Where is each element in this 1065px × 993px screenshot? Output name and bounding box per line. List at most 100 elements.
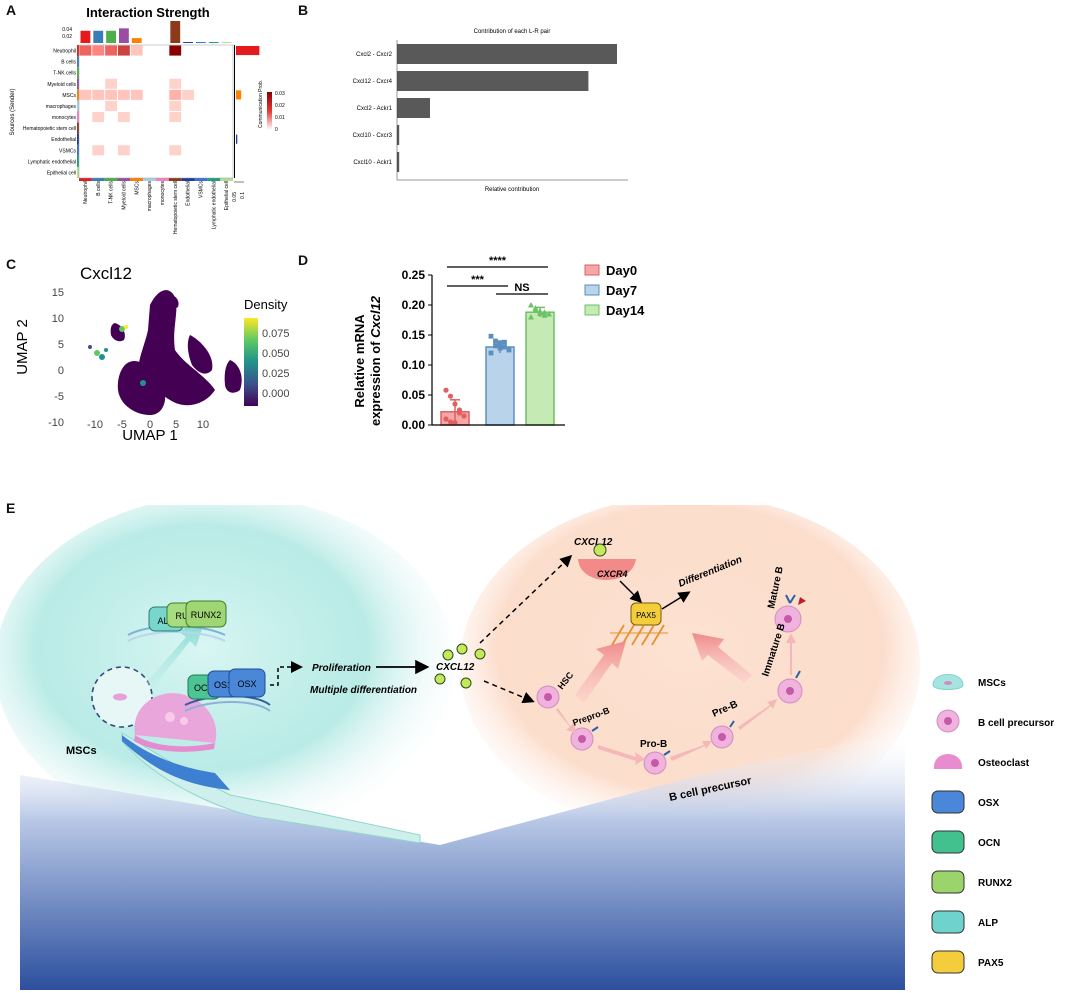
row-label: Myeloid cells — [47, 82, 76, 88]
lr-label: Cxcl2 - Ackr1 — [357, 106, 393, 112]
msc-niche-glow — [0, 505, 455, 835]
legend-label: OCN — [978, 838, 1000, 849]
legend-label: ALP — [978, 918, 998, 929]
heatmap-cells — [79, 45, 194, 156]
top-bar — [131, 38, 142, 43]
data-point — [502, 339, 507, 345]
right-bar — [236, 134, 238, 144]
cxcr4-to-pax5-arrow — [619, 580, 643, 604]
data-point — [541, 309, 548, 315]
heatmap-cell — [182, 89, 194, 100]
heatmap-cell — [169, 45, 182, 56]
col-color-tick — [117, 178, 131, 181]
panel-d-ylabel-1: Relative mRNA — [352, 314, 367, 408]
cxcl12-particles — [434, 643, 486, 689]
col-label: Endothelial — [186, 181, 192, 206]
runx2-box — [185, 600, 227, 628]
legend-icon — [931, 830, 965, 854]
data-point — [443, 387, 449, 393]
legend-label: MSCs — [978, 678, 1006, 689]
os1-text: OS1 — [214, 680, 232, 690]
right-bar — [236, 46, 260, 56]
heatmap-cell — [169, 78, 182, 89]
sig-label: NS — [514, 282, 529, 294]
panel-label-a: A — [6, 2, 17, 18]
right-bars — [236, 46, 260, 144]
legend-icon-nucleus — [944, 681, 952, 685]
pax5-box — [630, 602, 662, 626]
col-color-tick — [79, 178, 92, 181]
ocn-text: OCN — [194, 683, 214, 693]
legend-label: Day14 — [606, 303, 645, 318]
pax5-diff-arrow — [661, 591, 691, 610]
legend-icon — [931, 910, 965, 934]
legend-label: Day7 — [606, 283, 637, 298]
expr-bar — [525, 311, 555, 426]
proliferation-text: Proliferation — [312, 663, 371, 674]
density-tick-1: 0.075 — [262, 328, 290, 340]
top-bar — [183, 42, 193, 43]
hsc-to-dna-arrow — [575, 641, 626, 703]
c-ytick-0: 0 — [58, 365, 64, 377]
c-xtick-m5: -5 — [117, 419, 127, 431]
data-point — [532, 306, 539, 313]
row-color-tick — [77, 111, 79, 123]
cxcr4-receptor — [578, 559, 636, 580]
cxcl12-to-top-arrow — [479, 554, 573, 644]
ocn-osx-block: OCN OS1 OSX — [184, 668, 271, 712]
osx-box — [228, 668, 266, 698]
legend-icon — [931, 870, 965, 894]
data-point — [502, 344, 507, 350]
ytick-label: 0.15 — [402, 328, 426, 342]
c-ytick-15: 15 — [52, 287, 64, 299]
col-label: MSCs — [134, 181, 140, 195]
bone-floor — [20, 730, 905, 990]
col-label: Lymphatic endothelial — [211, 181, 217, 229]
right-bar — [236, 90, 242, 100]
ytick-label: 0.25 — [402, 268, 426, 282]
heatmap-cell — [169, 89, 182, 100]
legend-label: OSX — [978, 798, 999, 809]
col-label: monocytes — [160, 181, 166, 206]
col-label: B cells — [96, 181, 102, 196]
panel-d-yticks: 0.000.050.100.150.200.25 — [402, 268, 432, 432]
c-xtick-10: 10 — [197, 419, 209, 431]
data-point — [452, 401, 458, 407]
row-color-tick — [77, 144, 79, 156]
top-bar — [80, 30, 91, 43]
data-point — [447, 393, 454, 399]
data-point — [443, 416, 449, 422]
row-label: Lymphatic endothelial — [28, 159, 76, 165]
heatmap-cell — [118, 45, 130, 56]
panel-b-title: Contribution of each L-R pair — [474, 29, 551, 35]
col-label: Myeloid cells — [121, 181, 127, 210]
lr-label: Cxcl12 - Cxcr4 — [353, 79, 393, 85]
lr-bar — [397, 125, 400, 145]
data-point — [452, 420, 458, 426]
cxcl12-ligand — [593, 543, 607, 557]
panel-d-significance: *******NS — [447, 255, 548, 295]
panel-label-e: E — [6, 500, 16, 516]
data-point — [493, 338, 498, 344]
density-legend-bar — [244, 318, 258, 406]
density-tick-2: 0.050 — [262, 348, 290, 360]
row-color-tick — [77, 56, 79, 68]
row-label: T-NK cells — [53, 71, 76, 77]
c-xtick-m10: -10 — [87, 419, 103, 431]
heatmap-cell — [92, 45, 105, 56]
panel-a-ylabel: Sources (Sender) — [10, 88, 16, 135]
osx-text: OSX — [237, 679, 256, 689]
row-color-tick — [77, 78, 79, 90]
row-color-tick — [77, 45, 79, 57]
osteoblast-line — [121, 732, 421, 844]
col-label: VSMCs — [198, 181, 204, 198]
top-bar — [170, 21, 181, 43]
c-ytick-10: 10 — [52, 313, 64, 325]
col-label: Neutrophil — [83, 181, 89, 204]
panel-c-xlabel: UMAP 1 — [122, 427, 178, 444]
legend-label: PAX5 — [978, 958, 1004, 969]
legend-swatch — [584, 304, 600, 316]
density-tick-3: 0.025 — [262, 368, 290, 380]
data-point — [497, 345, 503, 351]
panel-e-schematic: MSCs ALP RU RUNX2 OCN OS1 OSX Proliferat… — [0, 505, 1054, 990]
